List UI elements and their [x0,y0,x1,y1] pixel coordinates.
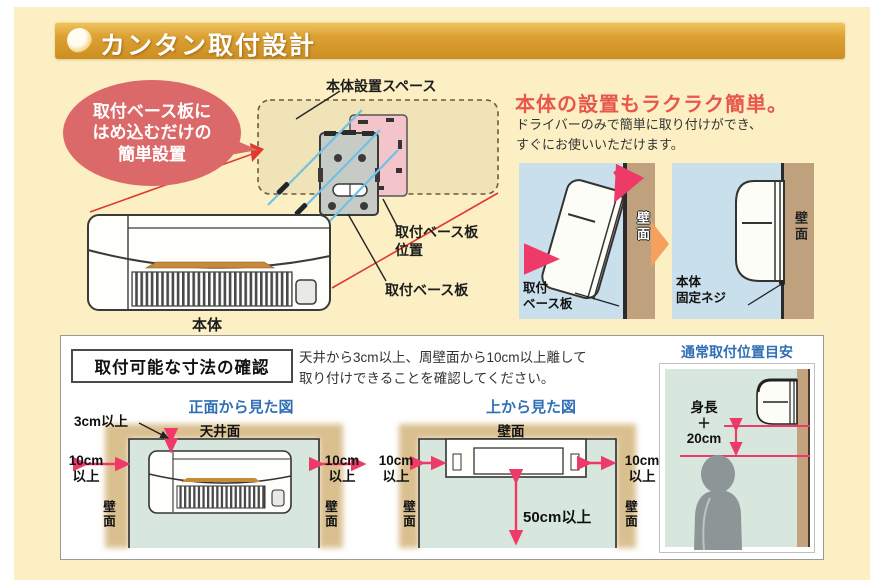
wall-label: 壁面 [793,211,808,243]
next-step-arrow-icon [651,221,669,267]
plate-position-label-line2: 位置 [395,242,423,258]
dimensions-note: 天井から3cm以上、周壁面から10cm以上離して 取り付けできることを確認してく… [299,348,587,390]
position-guide-title: 通常取付位置目安 [681,344,793,360]
page-title: カンタン取付設計 [100,32,317,60]
top-view-diagram [399,424,636,548]
right-description-line1: ドライバーのみで簡単に取り付けができ、 [516,117,762,132]
dimensions-panel: 取付可能な寸法の確認 天井から3cm以上、周壁面から10cm以上離して 取り付け… [60,335,824,560]
bubble-text-line2: はめ込むだけの [92,123,212,143]
step2-caption-line2: 固定ネジ [676,290,727,305]
bubble-text-line3: 簡単設置 [118,144,186,164]
red-arrowhead [250,143,264,162]
top-right-wall-label: 壁面 [623,500,637,529]
ceiling-label: 天井面 [199,424,241,439]
space-label: 本体設置スペース [326,78,437,94]
wall-label: 壁面 [635,211,650,243]
install-step2-diagram: 壁面 本体 固定ネジ [672,163,814,319]
front-view-diagram [73,422,367,548]
right-heading: 本体の設置もラクラク簡単。 [515,94,788,116]
top-wall-label: 壁面 [497,424,525,439]
right-description-line2: すぐにお使いいただけます。 [516,136,684,152]
bubble-text-line1: 取付ベース板に [92,102,212,122]
step2-art [735,180,785,306]
step2-caption-line1: 本体 [676,275,702,289]
step1-caption-line1: 取付 [523,281,549,295]
callout-bubble: 取付ベース板に はめ込むだけの 簡単設置 [63,80,241,186]
plate-position-label-line1: 取付ベース板 [395,224,479,240]
position-guide-diagram: 身長 ＋ 20cm [659,363,815,553]
dimensions-note-line1: 天井から3cm以上、周壁面から10cm以上離して [299,350,587,365]
header-bullet-icon [67,28,92,53]
front-clearance-label: 50cm以上 [523,509,592,526]
top-left-wall-label: 壁面 [401,500,415,529]
person-silhouette [694,455,742,550]
step1-caption-line2: ベース板 [523,296,573,311]
section-header-bar [55,22,845,59]
top-right-clearance-label: 10cm 以上 [624,453,660,485]
front-top-clearance-label: 3cm以上 [74,414,129,429]
unit-label: 本体 [192,317,223,334]
guide-wall [797,369,810,547]
front-right-wall-label: 壁面 [323,500,337,529]
right-description: ドライバーのみで簡単に取り付けができ、 すぐにお使いいただけます。 [516,115,762,154]
dimensions-title-box: 取付可能な寸法の確認 [71,349,293,383]
top-left-clearance-label: 10cm 以上 [378,453,414,485]
height-label: 身長 ＋ 20cm [686,400,722,447]
front-left-clearance-label: 10cm 以上 [68,453,104,485]
main-unit-drawing [87,214,331,311]
top-view-title: 上から見た図 [485,399,576,416]
step1-caption: 取付 ベース板 [523,281,572,312]
step1-art [524,163,645,307]
front-view-title: 正面から見た図 [188,399,294,416]
unit-top-small [445,438,587,478]
install-step1-diagram: 壁面 取付 ベース板 [519,163,655,319]
walls-shading [399,424,636,548]
guide-art [680,378,810,551]
unit-front-small [148,450,292,514]
front-left-wall-label: 壁面 [101,500,115,529]
plate-label: 取付ベース板 [385,282,469,298]
dimensions-note-line2: 取り付けできることを確認してください。 [299,370,555,386]
assembly-diagram [87,90,499,311]
front-right-clearance-label: 10cm 以上 [324,453,360,485]
step2-caption: 本体 固定ネジ [676,275,726,306]
